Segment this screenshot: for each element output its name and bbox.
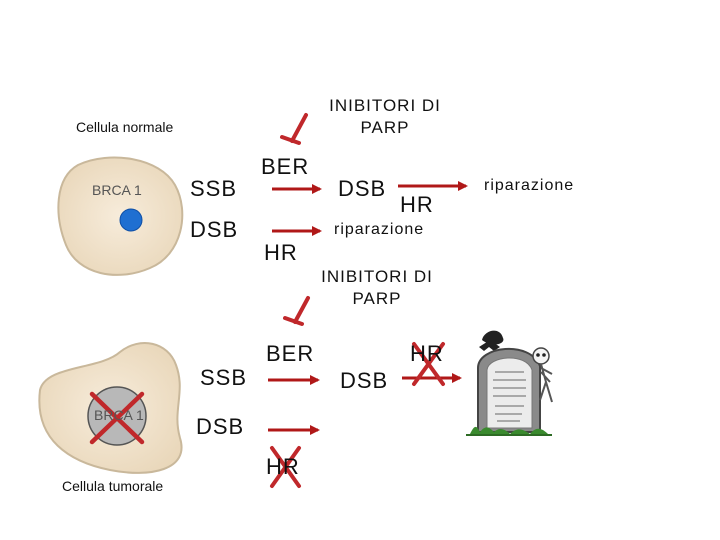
skeleton-icon [532,347,553,403]
tumor-ssb-label: SSB [200,365,248,390]
tumor-hr2-label: HR [410,341,444,366]
cross-icon [412,342,445,386]
normal-cell-caption: Cellula normale [76,119,174,135]
tumor-gene-label: BRCA 1 [94,407,144,423]
inhibitor-label-top: INIBITORI DI PARP [329,96,441,137]
inhibitor-symbol-icon [280,113,308,145]
inhibitor-symbol-icon [283,296,310,326]
tumor-dsb-label: DSB [196,414,245,439]
normal-ssb-label: SSB [190,176,238,201]
nucleus-icon [119,208,143,232]
normal-repair2-label: riparazione [484,177,575,194]
tumor-ber-label: BER [266,341,315,366]
bat-icon [482,330,504,345]
normal-ber-label: BER [261,154,310,179]
normal-hr-label: HR [264,240,298,265]
tumor-cell-caption: Cellula tumorale [62,478,164,494]
cross-icon [89,391,145,445]
normal-gene-label: BRCA 1 [92,182,142,198]
tumor-cell [38,342,183,474]
normal-hr2-label: HR [400,192,434,217]
tombstone-icon [466,330,553,436]
normal-cell [57,156,184,276]
cross-icon [270,446,301,488]
tumor-dsb2-label: DSB [340,368,389,393]
inhibitor-label-bottom: INIBITORI DI PARP [321,267,433,308]
normal-dsb-label: DSB [190,217,239,242]
normal-repair-label: riparazione [334,221,425,238]
tumor-hr-label: HR [266,454,300,479]
normal-dsb2-label: DSB [338,176,387,201]
